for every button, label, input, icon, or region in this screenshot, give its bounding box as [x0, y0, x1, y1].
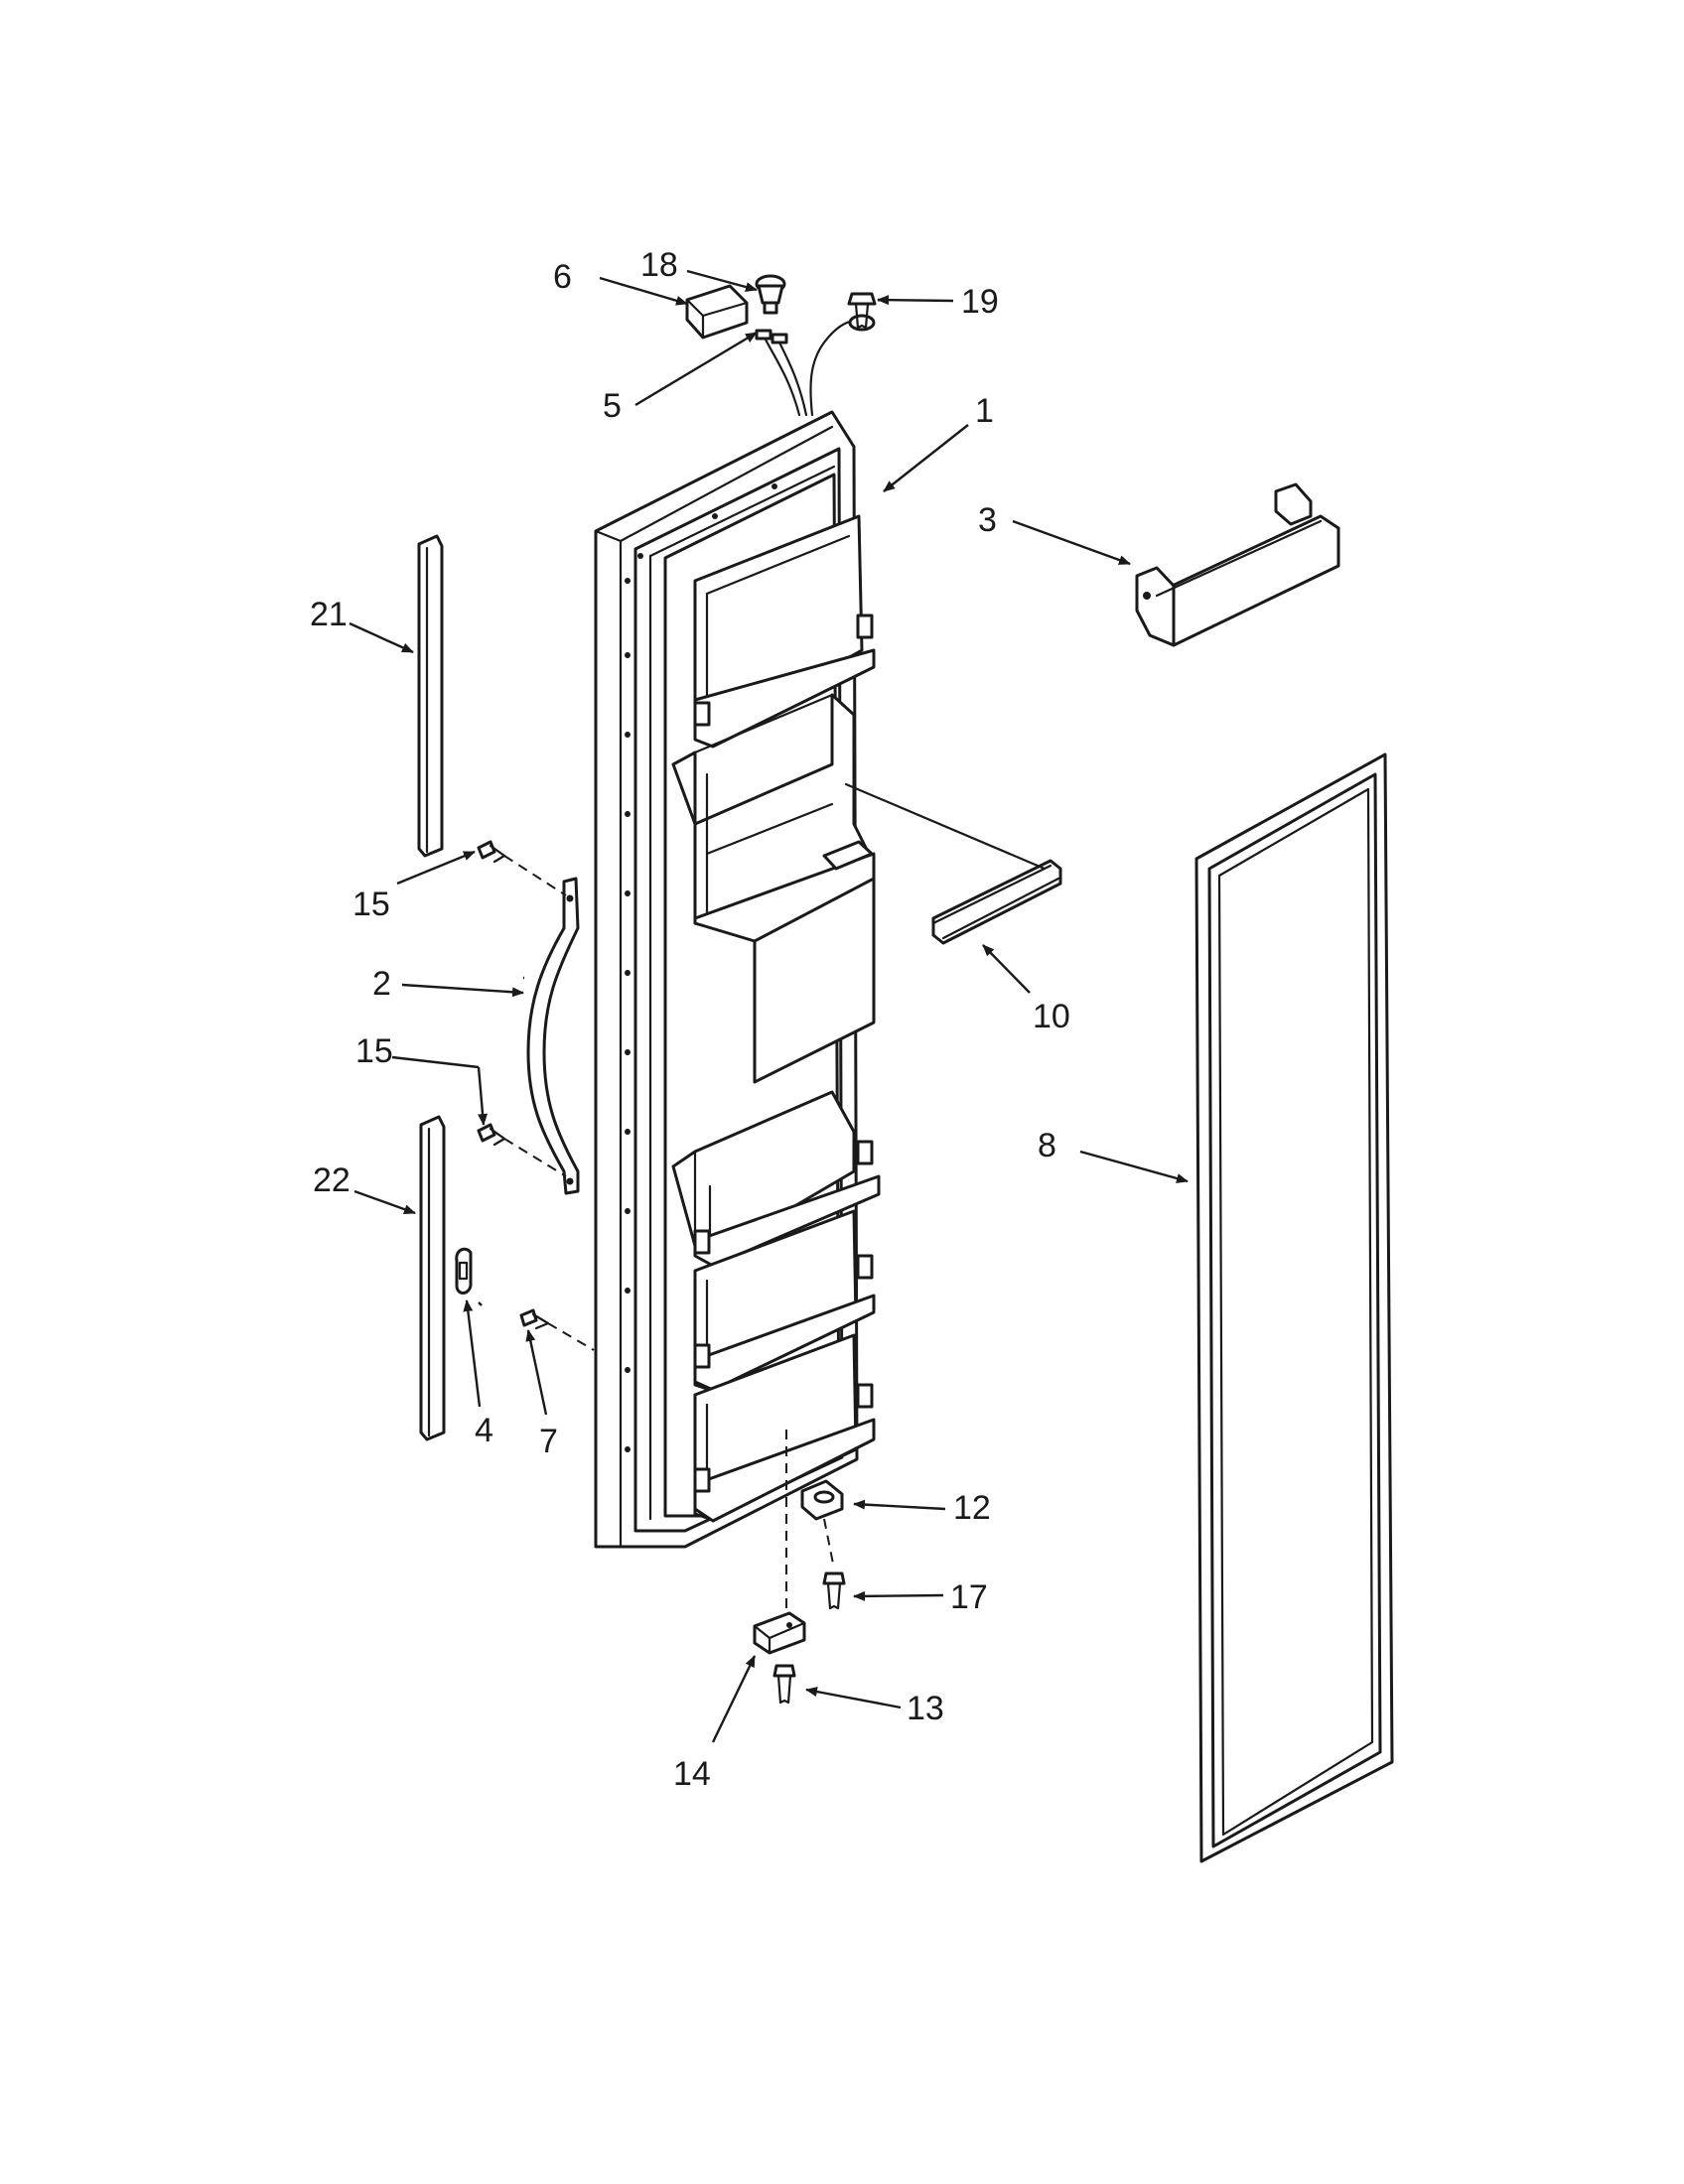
screw-part-7 [519, 1308, 595, 1351]
door-bin-bottom [693, 1333, 876, 1523]
callout-17: 17 [950, 1578, 988, 1616]
rail-part-10 [844, 782, 1062, 945]
screw-part-15-top [477, 840, 506, 864]
callout-13: 13 [907, 1690, 944, 1727]
callout-22: 22 [313, 1161, 351, 1199]
callout-8: 8 [1038, 1127, 1056, 1164]
callout-labels: 1 2 3 4 5 6 7 8 10 12 13 14 15 15 17 18 … [310, 246, 1070, 1793]
handle-part-2 [503, 855, 580, 1195]
connector-part-6 [685, 284, 749, 340]
callout-15-top: 15 [352, 886, 390, 923]
callout-15-bottom: 15 [355, 1032, 393, 1070]
door-gasket-part-8 [1194, 752, 1394, 1863]
screw-part-19 [847, 292, 877, 330]
screw-part-15-bottom [477, 1123, 506, 1147]
callout-19: 19 [961, 283, 999, 321]
callout-14: 14 [673, 1755, 711, 1793]
callout-10: 10 [1033, 998, 1070, 1035]
callout-18: 18 [640, 246, 678, 284]
callout-4: 4 [475, 1412, 493, 1449]
callout-7: 7 [539, 1423, 558, 1460]
dispenser-housing [671, 693, 876, 1084]
door-bin-top [693, 514, 876, 749]
callout-3: 3 [978, 501, 997, 539]
callout-2: 2 [372, 965, 391, 1003]
door-bin-lower [693, 1209, 876, 1392]
clip-part-4 [455, 1247, 473, 1295]
door-bin-middle [671, 1090, 881, 1268]
bushing-part-12 [800, 1479, 844, 1521]
wire-harness-part-5 [755, 314, 876, 417]
callout-1: 1 [975, 392, 994, 430]
screw-part-17 [822, 1571, 846, 1610]
plug-part-18 [755, 274, 786, 315]
callout-12: 12 [953, 1489, 991, 1527]
hinge-part-14 [753, 1611, 806, 1655]
door-cap-part-3 [1135, 482, 1340, 647]
freezer-door-part-1 [594, 410, 881, 1549]
hinge-screw-line [823, 1518, 835, 1570]
screw-part-13 [772, 1664, 796, 1705]
door-rivets [625, 483, 777, 1452]
callout-21: 21 [310, 596, 348, 633]
callout-5: 5 [603, 387, 622, 425]
callout-6: 6 [553, 258, 572, 296]
trim-strip-part-21 [417, 534, 444, 858]
trim-strip-part-22 [419, 1115, 446, 1441]
leader-lines [349, 269, 1189, 1743]
